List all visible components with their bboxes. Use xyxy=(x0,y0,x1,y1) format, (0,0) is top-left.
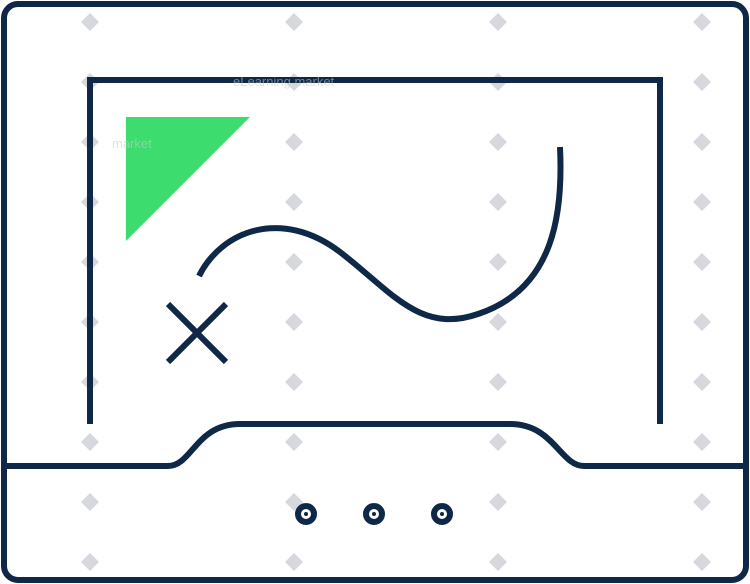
dot-3 xyxy=(431,503,453,525)
watermark-diamond xyxy=(693,373,711,391)
watermark-diamond xyxy=(285,133,303,151)
watermark-diamond xyxy=(285,13,303,31)
dot-2 xyxy=(363,503,385,525)
watermark-diamond xyxy=(81,553,99,571)
watermark-diamond xyxy=(489,553,507,571)
watermark-diamond xyxy=(285,313,303,331)
watermark-diamond xyxy=(81,433,99,451)
watermark-diamond xyxy=(693,493,711,511)
pagination-dots xyxy=(295,503,453,525)
watermark-diamond xyxy=(489,193,507,211)
watermark-diamond xyxy=(489,13,507,31)
watermark-diamond xyxy=(693,433,711,451)
watermark-diamond xyxy=(693,133,711,151)
x-mark-icon xyxy=(165,301,229,365)
watermark-diamond xyxy=(693,313,711,331)
screen-bezel xyxy=(87,77,663,424)
watermark-diamond xyxy=(285,373,303,391)
watermark-diamond xyxy=(285,433,303,451)
watermark-diamond xyxy=(693,253,711,271)
watermark-diamond-pattern xyxy=(81,13,711,571)
watermark-diamond xyxy=(285,553,303,571)
watermark-diamond xyxy=(285,253,303,271)
watermark-diamond xyxy=(693,73,711,91)
map-corner-triangle xyxy=(126,117,250,241)
watermark-diamond xyxy=(693,193,711,211)
watermark-diamond xyxy=(693,553,711,571)
watermark-diamond xyxy=(489,313,507,331)
watermark-diamond xyxy=(489,493,507,511)
watermark-diamond xyxy=(285,193,303,211)
watermark-diamond xyxy=(489,133,507,151)
watermark-diamond xyxy=(693,13,711,31)
treasure-path-curve xyxy=(196,146,564,322)
home-bar-divider xyxy=(4,421,746,469)
watermark-diamond xyxy=(81,13,99,31)
watermark-diamond xyxy=(489,373,507,391)
dot-1 xyxy=(295,503,317,525)
watermark-diamond xyxy=(489,433,507,451)
watermark-diamond xyxy=(81,493,99,511)
watermark-diamond xyxy=(489,253,507,271)
